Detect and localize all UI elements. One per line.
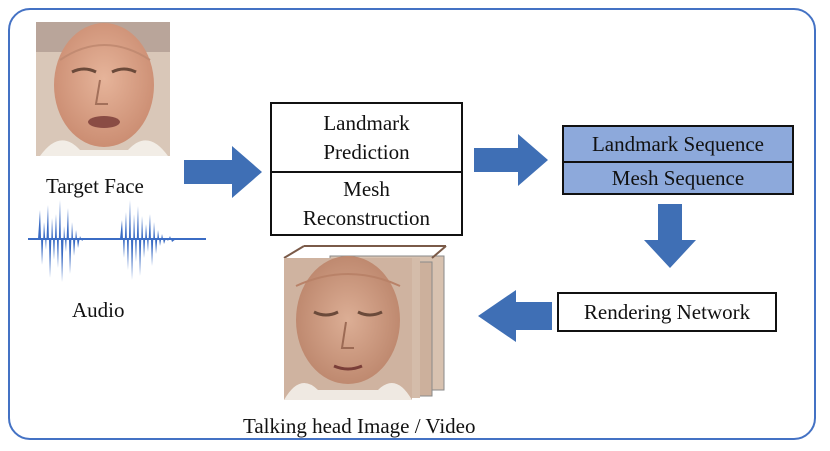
mesh-reconstruction-line1: Mesh bbox=[343, 176, 390, 201]
arrow-right-1 bbox=[184, 146, 262, 198]
diagram-frame bbox=[8, 8, 816, 440]
waveform-icon bbox=[28, 200, 206, 282]
mesh-sequence-cell: Mesh Sequence bbox=[564, 163, 792, 193]
rendering-network-box: Rendering Network bbox=[557, 292, 777, 332]
arrow-right-2 bbox=[474, 134, 548, 186]
audio-label: Audio bbox=[72, 298, 125, 322]
arrow-down bbox=[644, 204, 696, 268]
output-caption: Talking head Image / Video bbox=[243, 414, 476, 438]
mesh-sequence-label: Mesh Sequence bbox=[611, 165, 745, 190]
target-face-label: Target Face bbox=[46, 174, 144, 198]
mesh-reconstruction-cell: Mesh Reconstruction bbox=[272, 173, 461, 234]
landmark-prediction-cell: Landmark Prediction bbox=[272, 104, 461, 173]
landmark-prediction-line2: Prediction bbox=[323, 139, 410, 164]
prediction-reconstruction-box: Landmark Prediction Mesh Reconstruction bbox=[270, 102, 463, 236]
landmark-sequence-label: Landmark Sequence bbox=[591, 131, 764, 156]
mesh-reconstruction-line2: Reconstruction bbox=[302, 205, 431, 230]
rendering-network-label: Rendering Network bbox=[583, 299, 751, 324]
arrow-left bbox=[478, 290, 552, 342]
landmark-sequence-cell: Landmark Sequence bbox=[564, 127, 792, 163]
sequence-box: Landmark Sequence Mesh Sequence bbox=[562, 125, 794, 195]
landmark-prediction-line1: Landmark bbox=[323, 110, 410, 135]
face-frames-stack bbox=[283, 245, 447, 400]
target-face-photo bbox=[36, 22, 170, 156]
